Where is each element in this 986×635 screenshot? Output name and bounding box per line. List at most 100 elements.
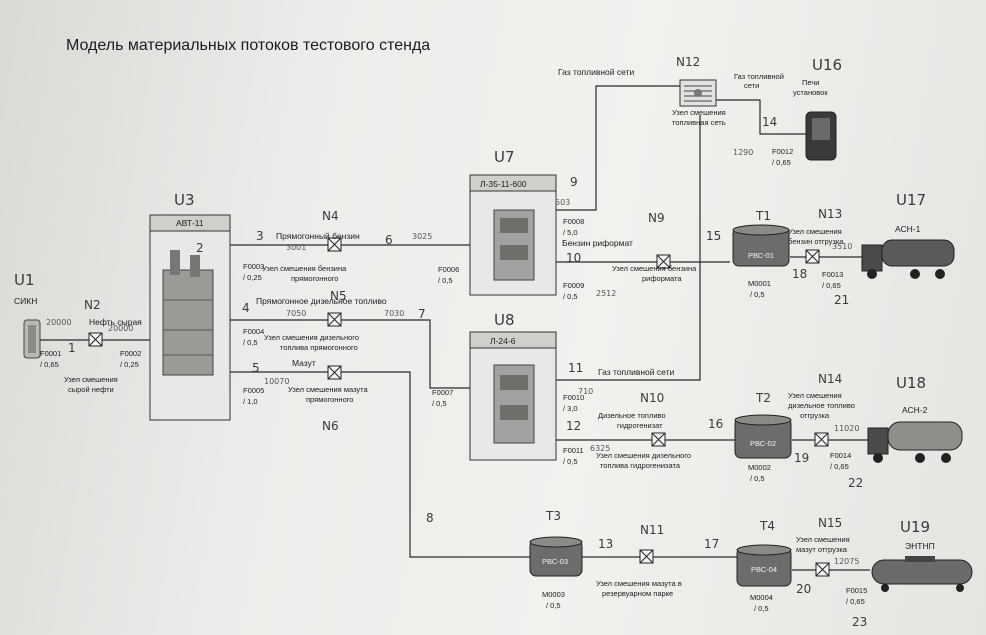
svg-text:F0009: F0009	[563, 281, 584, 290]
valve-n2[interactable]	[88, 332, 103, 347]
avt-11-label: АВТ-11	[176, 218, 204, 228]
svg-text:16: 16	[708, 417, 723, 431]
valve-n9[interactable]	[656, 254, 671, 269]
svg-text:U7: U7	[494, 148, 515, 166]
svg-text:N15: N15	[818, 516, 842, 530]
svg-text:7050: 7050	[286, 309, 306, 318]
tank-rvs03[interactable]: РВС-03	[529, 536, 583, 577]
svg-text:M0004: M0004	[750, 593, 773, 602]
svg-text:/ 0,5: / 0,5	[243, 338, 258, 347]
stream-diesel: Прямогонное дизельное топливо	[256, 296, 387, 306]
svg-text:T3: T3	[545, 509, 561, 523]
svg-text:F0014: F0014	[830, 451, 851, 460]
svg-text:710: 710	[578, 387, 593, 396]
svg-text:Узел смешения: Узел смешения	[788, 391, 842, 400]
stream-oil: Нефть сырая	[89, 317, 142, 327]
valve-n13[interactable]	[805, 249, 820, 264]
svg-text:10: 10	[566, 251, 581, 265]
asn2-label: АСН-2	[902, 405, 928, 415]
svg-text:6: 6	[385, 233, 393, 247]
l24-icon	[493, 364, 535, 444]
valve-n4[interactable]	[327, 237, 342, 252]
svg-text:/ 0,5: / 0,5	[750, 474, 765, 483]
svg-text:N12: N12	[676, 55, 700, 69]
fuel-gas-mixer[interactable]	[679, 79, 717, 107]
svg-text:/ 0,5: / 0,5	[563, 457, 578, 466]
valve-n11[interactable]	[639, 549, 654, 564]
svg-text:Узел смешения: Узел смешения	[788, 227, 842, 236]
tank-rvs04-label: РВС-04	[751, 565, 777, 574]
svg-text:U19: U19	[900, 518, 930, 536]
svg-text:19: 19	[794, 451, 809, 465]
tank-rvs02[interactable]: РВС-02	[734, 414, 792, 459]
svg-text:N11: N11	[640, 523, 664, 537]
svg-text:F0015: F0015	[846, 586, 867, 595]
valve-n6[interactable]	[327, 365, 342, 380]
svg-text:2: 2	[196, 241, 204, 255]
svg-text:N6: N6	[322, 419, 339, 433]
furnace[interactable]	[805, 111, 837, 161]
svg-text:18: 18	[792, 267, 807, 281]
svg-text:F0004: F0004	[243, 327, 264, 336]
svg-text:/ 0,65: / 0,65	[772, 158, 791, 167]
svg-text:2512: 2512	[596, 289, 616, 298]
svg-text:/ 3,0: / 3,0	[563, 404, 578, 413]
svg-text:20: 20	[796, 582, 811, 596]
svg-text:прямогонного: прямогонного	[306, 395, 353, 404]
svg-text:N10: N10	[640, 391, 664, 405]
entnp-label: ЭНТНП	[905, 541, 935, 551]
l24-unit[interactable]: Л-24-6	[469, 331, 557, 461]
svg-text:T4: T4	[759, 519, 775, 533]
svg-text:N5: N5	[330, 289, 347, 303]
svg-text:11020: 11020	[834, 424, 859, 433]
svg-text:22: 22	[848, 476, 863, 490]
svg-text:/ 1,0: / 1,0	[243, 397, 258, 406]
l35-unit[interactable]: Л-35-11-600	[469, 174, 557, 296]
svg-text:/ 0,65: / 0,65	[40, 360, 59, 369]
svg-text:M0003: M0003	[542, 590, 565, 599]
svg-text:3510: 3510	[832, 242, 852, 251]
dtg-label-2: гидрогенизат	[617, 421, 663, 430]
svg-text:дизельное топливо: дизельное топливо	[788, 401, 855, 410]
svg-text:Узел смешения: Узел смешения	[796, 535, 850, 544]
svg-text:13: 13	[598, 537, 613, 551]
valve-n14[interactable]	[814, 432, 829, 447]
valve-n10[interactable]	[651, 432, 666, 447]
svg-text:бензин отгрузка: бензин отгрузка	[788, 237, 844, 246]
svg-text:прямогонного: прямогонного	[291, 274, 338, 283]
valves	[88, 237, 830, 577]
avt-11-unit[interactable]: АВТ-11	[149, 214, 231, 421]
svg-text:U16: U16	[812, 56, 842, 74]
svg-text:11: 11	[568, 361, 583, 375]
tank-rvs04[interactable]: РВС-04	[736, 544, 792, 587]
valve-n5[interactable]	[327, 312, 342, 327]
furnace-label-2: установок	[793, 88, 828, 97]
fuelnet-label-1: Газ топливной	[734, 72, 784, 81]
tank-rvs03-label: РВС-03	[542, 557, 568, 566]
svg-text:/ 0,5: / 0,5	[432, 399, 447, 408]
dtg-label-1: Дизельное топливо	[598, 411, 666, 420]
svg-text:8: 8	[426, 511, 434, 525]
svg-text:F0013: F0013	[822, 270, 843, 279]
svg-text:/ 0,5: / 0,5	[546, 601, 561, 610]
truck-asn2[interactable]: АСН-2	[867, 405, 963, 463]
svg-text:1290: 1290	[733, 148, 753, 157]
svg-text:резервуарном парке: резервуарном парке	[602, 589, 673, 598]
svg-text:/ 0,25: / 0,25	[243, 273, 262, 282]
svg-text:F0007: F0007	[432, 388, 453, 397]
svg-text:6325: 6325	[590, 444, 610, 453]
rail-tank-entnp[interactable]: ЭНТНП	[871, 541, 973, 592]
svg-text:Узел смешения бензина: Узел смешения бензина	[262, 264, 347, 273]
svg-text:M0002: M0002	[748, 463, 771, 472]
sikn-meter[interactable]: СИКН	[14, 296, 41, 359]
valve-n15[interactable]	[815, 562, 830, 577]
svg-text:Узел смешения мазута в: Узел смешения мазута в	[596, 579, 682, 588]
svg-text:N13: N13	[818, 207, 842, 221]
svg-text:10070: 10070	[264, 377, 289, 386]
svg-text:N9: N9	[648, 211, 665, 225]
truck-asn1[interactable]: АСН-1	[861, 224, 955, 279]
svg-text:/ 0,65: / 0,65	[830, 462, 849, 471]
tank-rvs01[interactable]: РВС-01	[732, 224, 790, 267]
